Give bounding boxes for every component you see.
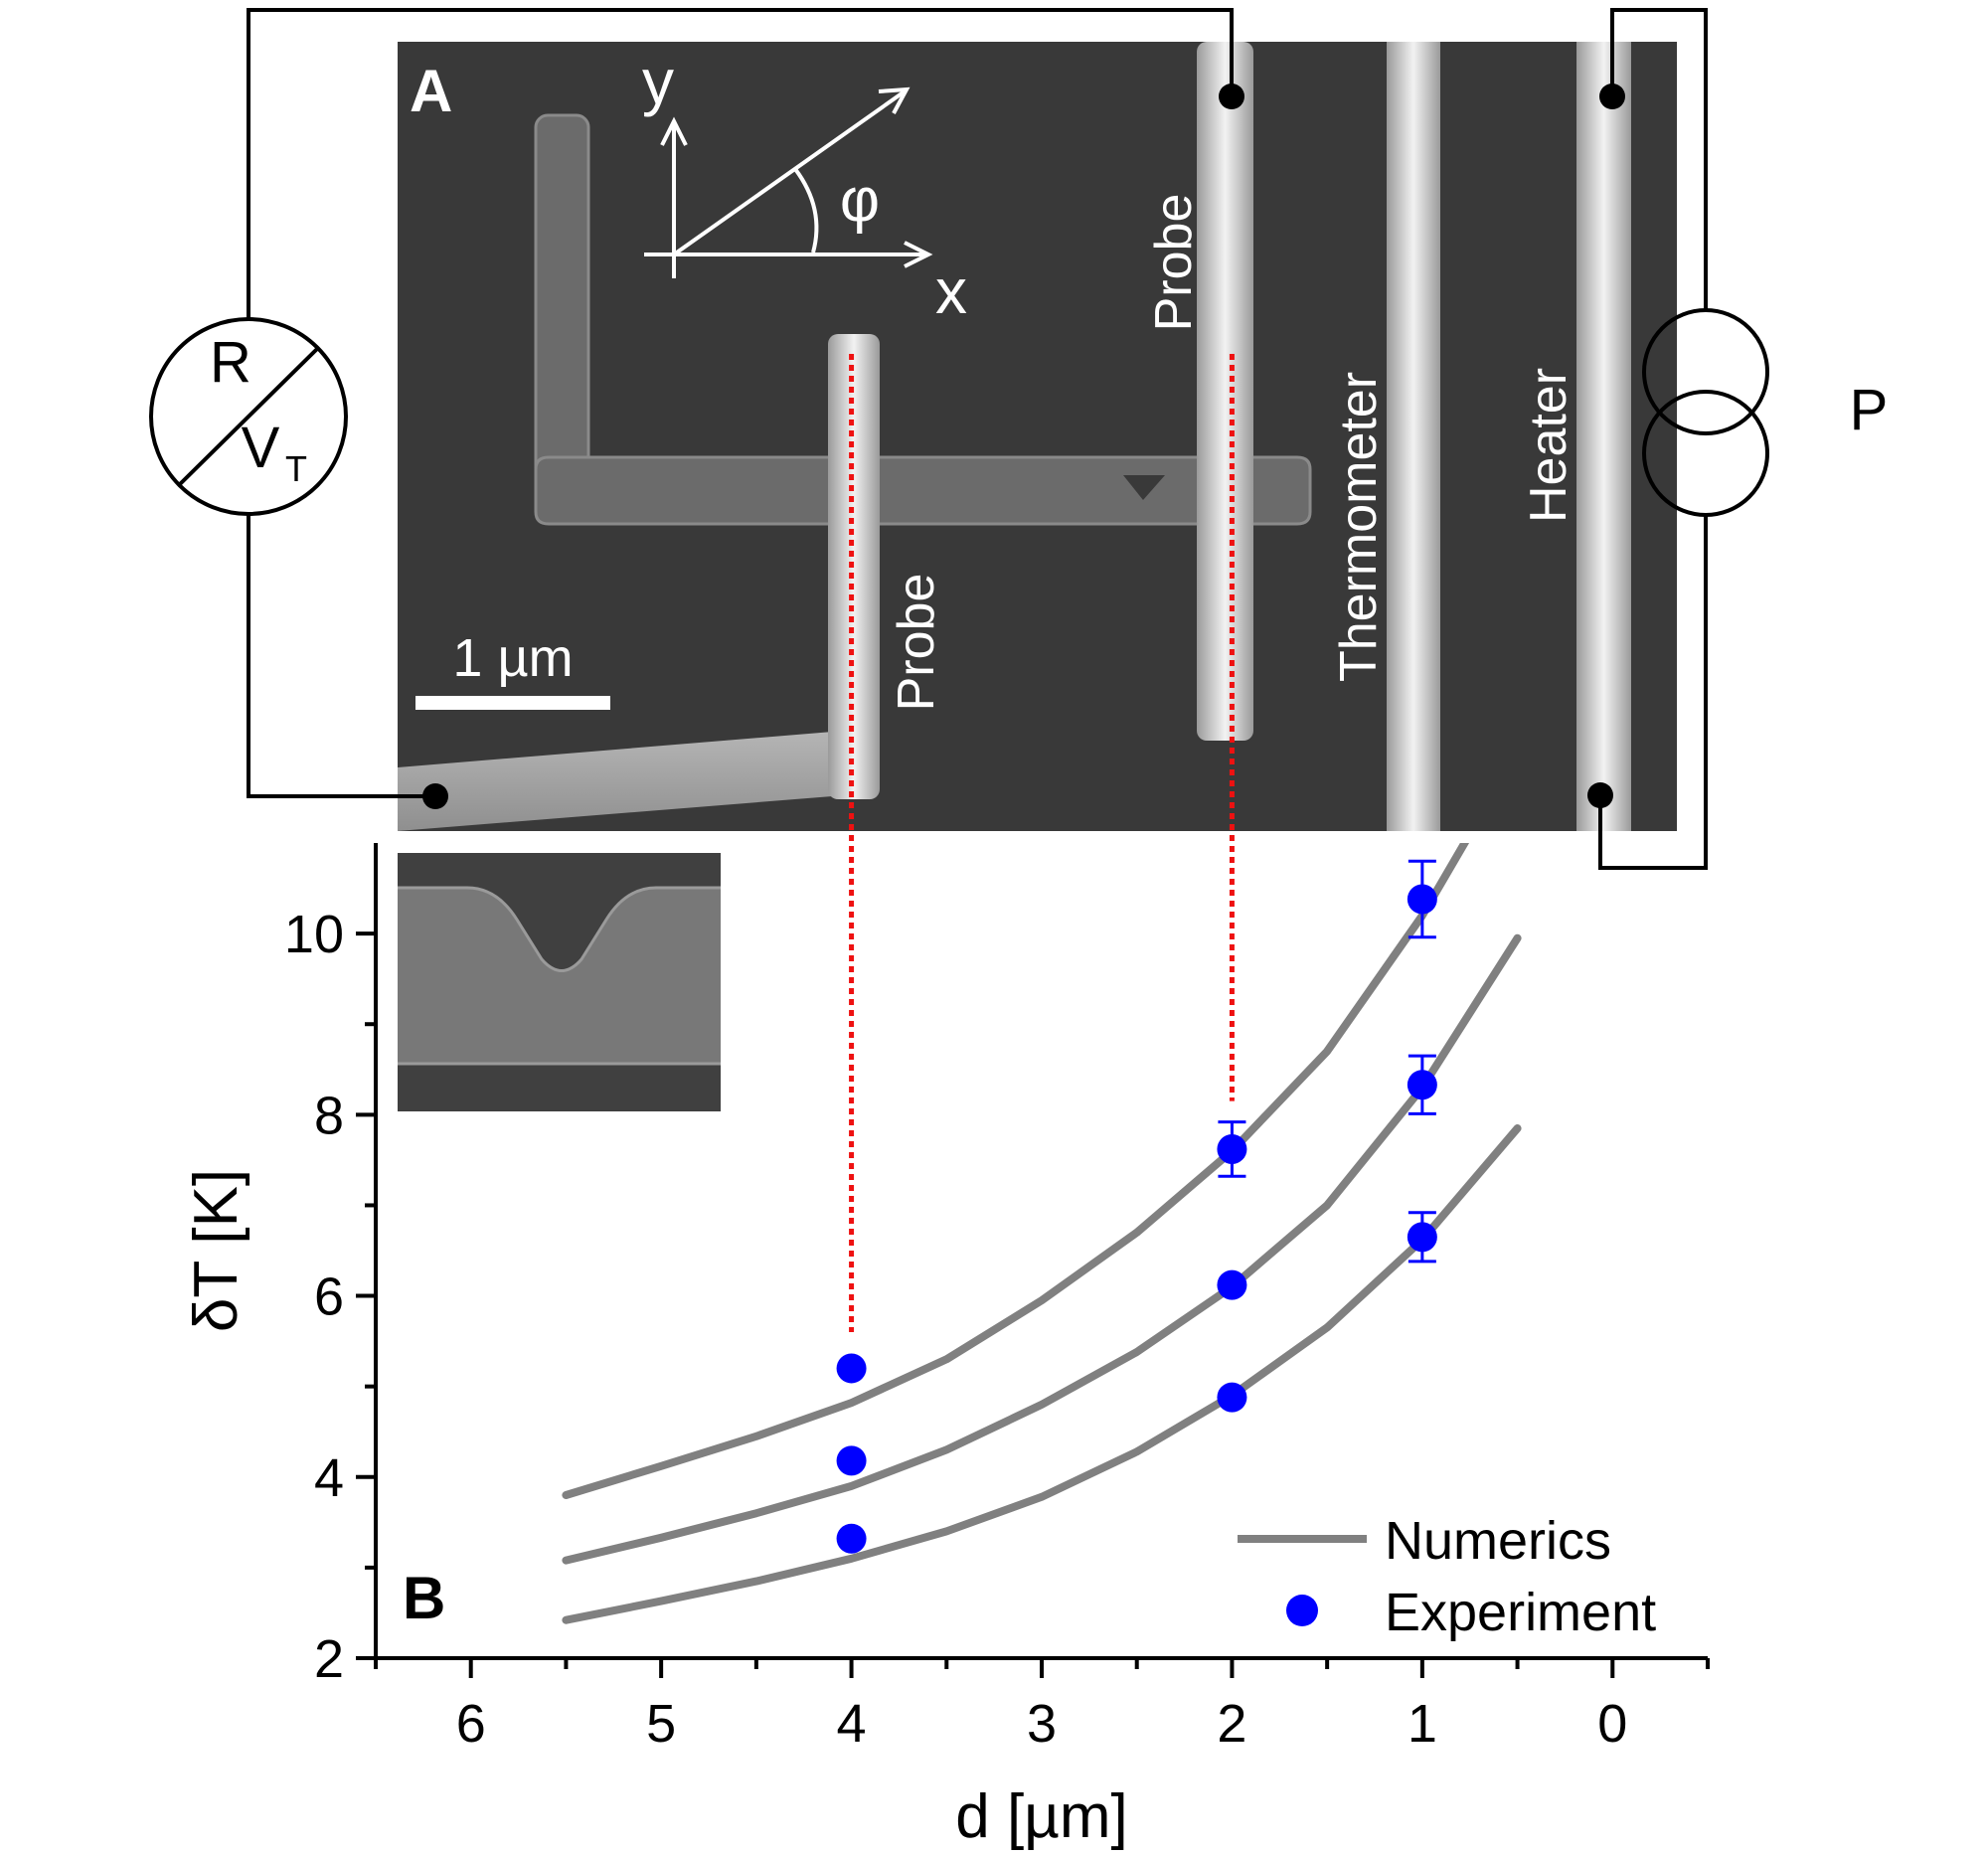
x-tick-label: 3 [1027, 1694, 1057, 1754]
inset-sem-image [398, 853, 721, 1111]
angle-phi-label: φ [840, 166, 880, 235]
contact-dot [1219, 84, 1244, 109]
right-wire-top [1610, 8, 1708, 310]
y-tick-label: 4 [314, 1448, 344, 1508]
meter-symbol: R V T [149, 317, 348, 516]
experiment-point [1217, 1382, 1247, 1413]
numerics-curve [562, 1124, 1522, 1624]
contact-dot [1587, 782, 1613, 808]
sem-background [398, 42, 1677, 831]
heater-wire [1576, 42, 1631, 831]
x-tick-label: 6 [456, 1694, 486, 1754]
y-tick-label: 10 [284, 905, 344, 964]
legend-experiment-swatch [1286, 1595, 1318, 1626]
y-tick-label: 6 [314, 1267, 344, 1327]
panel-label-b: B [403, 1565, 445, 1631]
meter-v-label: V [242, 416, 280, 480]
left-wire-top [247, 8, 1234, 336]
current-source-symbol [1642, 308, 1769, 517]
experiment-point [1407, 1070, 1437, 1100]
thermometer-label: Thermometer [1330, 372, 1388, 682]
experiment-point [836, 1445, 867, 1476]
plot-area [562, 843, 1522, 1624]
x-tick-label: 4 [837, 1694, 867, 1754]
meter-v-subscript: T [285, 448, 307, 489]
x-tick-label: 2 [1217, 1694, 1246, 1754]
panel-label-a: A [410, 58, 452, 124]
left-wire-bottom [247, 497, 435, 798]
y-tick-label: 8 [314, 1086, 344, 1145]
thermometer-wire [1387, 42, 1440, 831]
sem-image: 1 µm A y x φ Probe Probe Thermometer Hea… [398, 42, 1677, 831]
l-shaped-sample [534, 113, 1312, 526]
experiment-point [1217, 1269, 1247, 1300]
meter-r-label: R [210, 330, 251, 395]
circuit [247, 8, 1708, 870]
x-axis-label: d [µm] [955, 1782, 1128, 1851]
coordinate-axes [644, 86, 933, 278]
scale-bar [415, 696, 610, 710]
heater-label: Heater [1520, 368, 1577, 523]
probe-right-label: Probe [1145, 194, 1203, 332]
experiment-point [1407, 884, 1437, 915]
probe-left-label: Probe [888, 574, 945, 712]
y-axis-label: δT [K] [182, 1169, 250, 1332]
numerics-curve [562, 843, 1470, 1499]
x-tick-label: 1 [1408, 1694, 1437, 1754]
experiment-point [1407, 1222, 1437, 1253]
probe-right-wire [1197, 42, 1253, 741]
legend-numerics-label: Numerics [1385, 1511, 1611, 1571]
experiment-point [836, 1353, 867, 1384]
right-wire-bottom [1598, 515, 1708, 870]
axis-y-label: y [642, 46, 674, 117]
contact-dot [422, 783, 448, 809]
probe-left-lead [398, 731, 845, 831]
contact-dot [1599, 84, 1625, 109]
axis-x-label: x [935, 255, 967, 327]
source-p-label: P [1850, 378, 1889, 442]
x-tick-label: 0 [1597, 1694, 1627, 1754]
experiment-point [836, 1523, 867, 1554]
legend-experiment-label: Experiment [1385, 1583, 1656, 1642]
y-tick-label: 2 [314, 1629, 344, 1689]
scale-bar-label: 1 µm [452, 628, 573, 688]
x-tick-label: 5 [646, 1694, 676, 1754]
experiment-point [1217, 1133, 1247, 1164]
numerics-curve [562, 933, 1522, 1565]
